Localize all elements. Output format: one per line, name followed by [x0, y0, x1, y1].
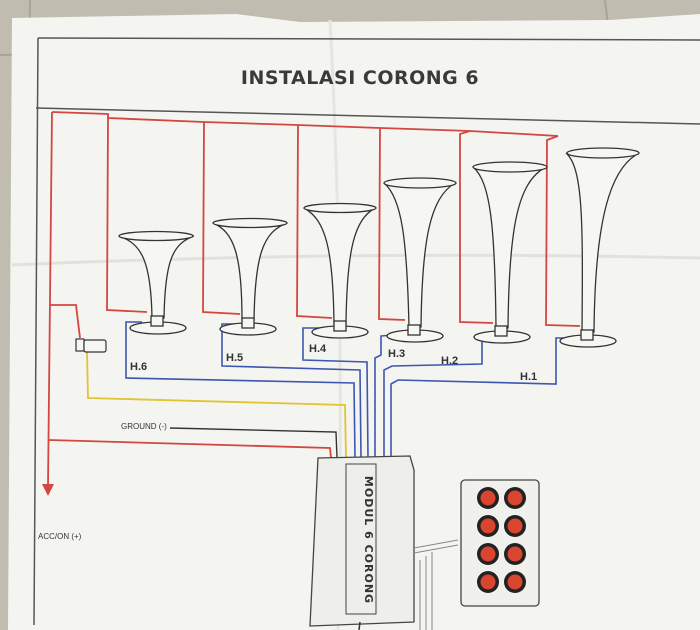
- horn5-power-wire: [202, 121, 241, 315]
- horn-label-h2: H.2: [441, 355, 458, 367]
- horn4-power-wire: [296, 124, 333, 319]
- horn-5: [212, 217, 288, 336]
- horn5-signal-wire: [221, 323, 362, 459]
- module-output-lines: [413, 539, 459, 630]
- button-grid: [477, 487, 526, 593]
- horn-label-h3: H.3: [388, 348, 405, 360]
- acc-arrow: [42, 484, 54, 496]
- horn6-power-wire: [106, 117, 148, 313]
- horn-3: [383, 177, 457, 343]
- horn-label-h5: H.5: [226, 352, 243, 364]
- positive-bus-wire: [51, 111, 559, 137]
- diagram-title: INSTALASI CORONG 6: [241, 67, 479, 89]
- horn-2: [472, 161, 548, 344]
- acc-feed-wire: [47, 111, 53, 487]
- acc-label: ACC/ON (+): [38, 532, 82, 541]
- remote-button: [504, 571, 526, 593]
- horn-switch: [75, 338, 107, 353]
- horn-6: [118, 230, 195, 335]
- remote-button: [504, 487, 526, 509]
- horn-4: [303, 202, 377, 339]
- module-power-wire: [48, 439, 332, 459]
- module-label: MODUL 6 CORONG: [362, 476, 375, 604]
- horn1-signal-wire: [390, 337, 578, 458]
- horn-module: MODUL 6 CORONG: [309, 455, 415, 630]
- horn4-signal-wire: [302, 327, 369, 459]
- horn-1: [559, 147, 640, 348]
- horn6-signal-wire: [125, 321, 356, 459]
- horn1-power-wire: [545, 135, 581, 327]
- switch-power-wire: [50, 304, 81, 339]
- horn2-power-wire: [459, 130, 494, 324]
- remote-button: [504, 543, 526, 565]
- remote-button: [477, 571, 499, 593]
- horn-label-h4: H.4: [309, 343, 327, 355]
- remote-button: [477, 487, 499, 509]
- positive-wiring: [47, 111, 581, 487]
- ground-label: GROUND (-): [121, 422, 167, 431]
- remote-button: [477, 515, 499, 537]
- diagram-border: [33, 37, 700, 626]
- switch-signal-wire: [86, 351, 347, 459]
- button-panel: [460, 479, 540, 607]
- horn-label-h6: H.6: [130, 361, 147, 373]
- ground-wire: [169, 427, 338, 459]
- remote-button: [504, 515, 526, 537]
- signal-wiring: [125, 321, 578, 459]
- remote-button: [477, 543, 499, 565]
- horn-label-h1: H.1: [520, 371, 537, 383]
- horn3-power-wire: [378, 127, 406, 321]
